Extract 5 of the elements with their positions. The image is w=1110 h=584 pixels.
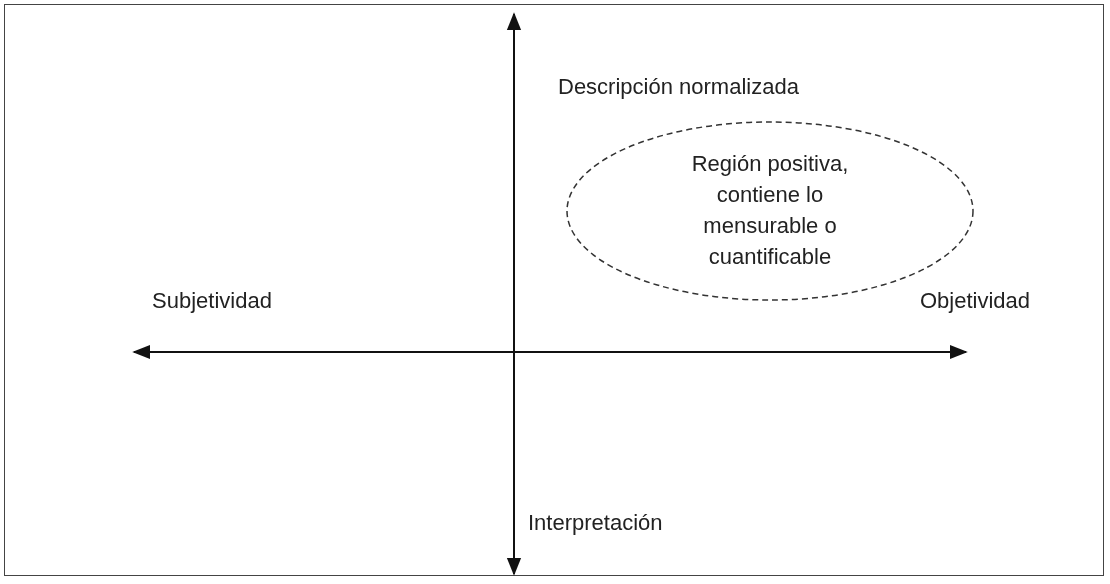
axis-label: Subjetividad xyxy=(152,288,272,314)
axis-label: Interpretación xyxy=(528,510,663,536)
axis-label: Objetividad xyxy=(920,288,1031,314)
axis-label: Descripción normalizada xyxy=(558,74,799,100)
region-text: Región positiva, contiene lo mensurable o cuantificable xyxy=(690,150,850,271)
